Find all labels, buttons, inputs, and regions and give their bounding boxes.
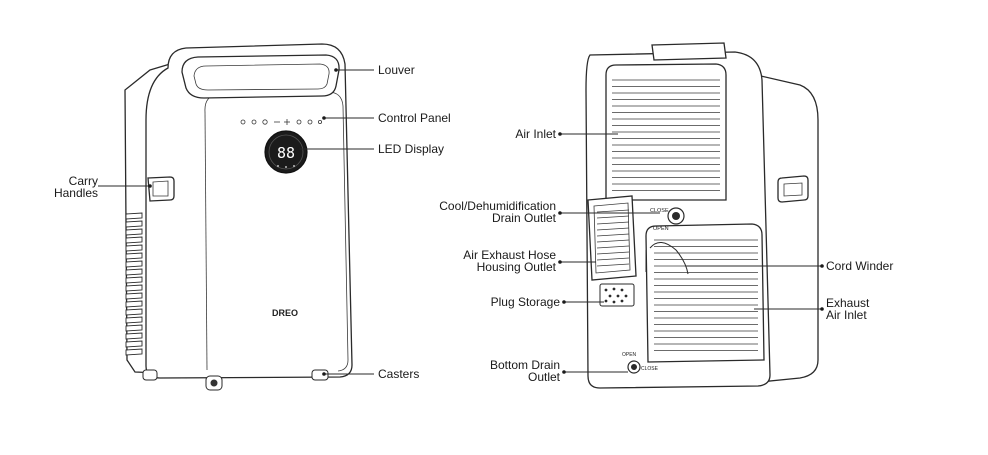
label-carry-handles: Carry Handles: [50, 175, 98, 199]
plug-dot: [612, 300, 616, 304]
plug-dot: [612, 287, 616, 291]
label-exhaust-hose-outlet: Air Exhaust Hose Housing Outlet: [420, 249, 556, 273]
label-bottom-drain-outlet: Bottom Drain Outlet: [440, 359, 560, 383]
label-cool-drain-line1: Cool/Dehumidification: [439, 199, 556, 213]
front-face-left-edge: [204, 111, 208, 371]
vent-slot: [125, 292, 143, 300]
back-side-handle: [777, 175, 809, 203]
control-panel-icons: [240, 119, 322, 125]
label-carry-handles-line1: Carry: [68, 174, 98, 188]
slat: [596, 257, 630, 261]
vent-slot: [125, 324, 143, 332]
label-exhaust-air-inlet-line1: Exhaust: [826, 296, 870, 310]
slat: [596, 245, 630, 249]
label-exhaust-hose-line1: Air Exhaust Hose: [463, 248, 556, 262]
slat: [596, 263, 630, 267]
label-casters: Casters: [378, 367, 420, 381]
led-display: 88: [264, 130, 308, 174]
slat: [596, 233, 630, 237]
vent-slot: [125, 244, 143, 252]
louver-slot: [193, 63, 330, 91]
vent-slot: [125, 308, 143, 316]
callout-lines: [98, 68, 824, 376]
exhaust-hose-slats: [596, 209, 630, 267]
plug-dot: [624, 294, 628, 298]
bottom-drain-knob: OPEN CLOSE: [622, 352, 659, 374]
vent-slot: [125, 276, 143, 284]
label-louver: Louver: [378, 63, 415, 77]
label-bottom-drain-line1: Bottom Drain: [489, 358, 560, 372]
back-unit: CLOSE OPEN OPEN CLOSE: [585, 42, 819, 389]
vent-slot: [125, 284, 143, 292]
plug-dot: [604, 288, 608, 292]
label-exhaust-air-inlet-line2: Air Inlet: [826, 308, 867, 322]
knob-open-label-lower: OPEN: [622, 352, 637, 358]
vent-slot: [125, 268, 143, 276]
louver-frame: [181, 54, 340, 99]
slat: [596, 251, 630, 255]
led-digits: 88: [277, 144, 295, 162]
cool-drain-knob: CLOSE OPEN: [650, 207, 685, 232]
back-top-handle: [651, 42, 727, 61]
plug-storage: [599, 283, 635, 307]
slat: [596, 239, 630, 243]
exhaust-hose-housing: [587, 195, 637, 281]
label-exhaust-hose-line2: Housing Outlet: [476, 260, 556, 274]
cord-winder-hook: [649, 242, 689, 275]
vent-slot: [125, 316, 143, 324]
front-carry-handle: [147, 176, 175, 202]
brand-logo: DREO: [272, 308, 298, 318]
vent-slot: [125, 348, 143, 356]
label-exhaust-air-inlet: Exhaust Air Inlet: [826, 297, 869, 321]
label-plug-storage: Plug Storage: [490, 295, 560, 309]
slat: [596, 215, 630, 219]
label-cool-drain-outlet: Cool/Dehumidification Drain Outlet: [400, 200, 556, 224]
plug-dot: [616, 294, 620, 298]
plug-dot: [604, 299, 608, 303]
plug-dot: [620, 299, 624, 303]
label-carry-handles-line2: Handles: [53, 186, 98, 200]
vent-slot: [125, 228, 143, 236]
vent-slot: [125, 220, 143, 228]
slat: [596, 221, 630, 225]
label-cord-winder: Cord Winder: [826, 259, 894, 273]
label-cool-drain-line2: Drain Outlet: [491, 211, 556, 225]
label-air-inlet: Air Inlet: [515, 127, 556, 141]
slat: [596, 227, 630, 231]
knob-close-label-lower: CLOSE: [641, 366, 659, 372]
front-face-edge: [204, 91, 349, 372]
front-side-vents: [125, 212, 143, 356]
vent-slot: [125, 260, 143, 268]
plug-dot: [608, 294, 612, 298]
vent-slot: [125, 332, 143, 340]
vent-slot: [125, 300, 143, 308]
front-unit: 88 DREO: [124, 43, 353, 391]
vent-slot: [125, 212, 143, 220]
label-control-panel: Control Panel: [378, 111, 451, 125]
slat: [596, 209, 630, 213]
exhaust-air-inlet-grille: [645, 223, 765, 363]
vent-slot: [125, 252, 143, 260]
knob-open-label-upper: OPEN: [653, 226, 669, 232]
air-inlet-slats: [612, 79, 720, 191]
knob-close-label-upper: CLOSE: [650, 208, 669, 214]
vent-slot: [125, 236, 143, 244]
vent-slot: [125, 340, 143, 348]
label-led-display: LED Display: [378, 142, 445, 156]
label-bottom-drain-line2: Outlet: [527, 370, 560, 384]
plug-dot: [620, 288, 624, 292]
